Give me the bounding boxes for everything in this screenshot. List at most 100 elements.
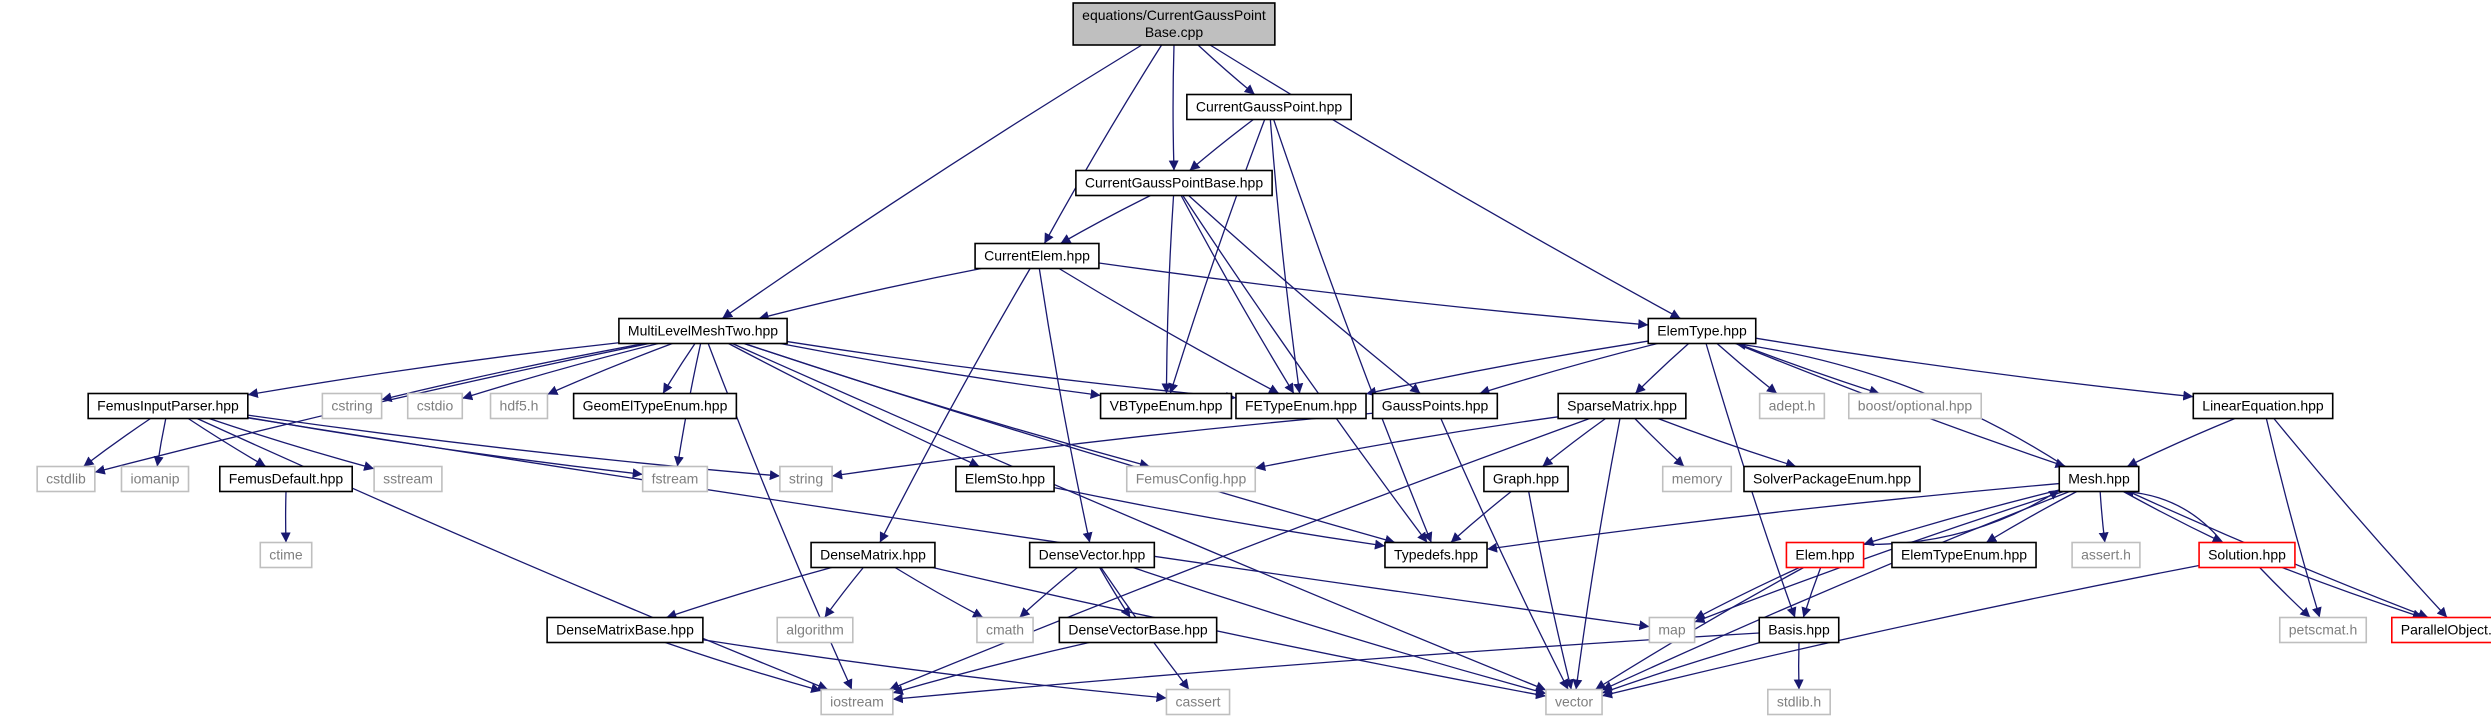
node-box [36, 465, 96, 493]
node-cstring: cstring [321, 392, 383, 420]
edge-graph-to-typedefs [1450, 490, 1512, 543]
node-mlmt[interactable]: MultiLevelMeshTwo.hpp [618, 317, 788, 345]
edge-densevec-to-densevecbase [1099, 567, 1131, 618]
node-label: VBTypeEnum.hpp [1110, 398, 1223, 414]
node-label: sstream [383, 471, 433, 487]
node-box [974, 242, 1100, 270]
edge-mesh-to-elem [1863, 489, 2060, 547]
node-label: cassert [1175, 694, 1220, 710]
node-densemat[interactable]: DenseMatrix.hpp [810, 541, 936, 569]
node-stdlib: stdlib.h [1767, 688, 1831, 716]
edge-root-to-celem [1043, 44, 1163, 244]
edge-cgp-to-fetype [1269, 119, 1304, 394]
edge-gausspts-to-vector [1440, 418, 1569, 690]
node-box [1186, 93, 1352, 121]
node-sparse[interactable]: SparseMatrix.hpp [1557, 392, 1687, 420]
node-gausspts[interactable]: GaussPoints.hpp [1371, 392, 1499, 420]
node-lineq[interactable]: LinearEquation.hpp [2192, 392, 2334, 420]
node-box [1758, 616, 1840, 644]
node-densevec[interactable]: DenseVector.hpp [1028, 541, 1156, 569]
node-elemsto[interactable]: ElemSto.hpp [955, 465, 1055, 493]
edge-cgp-to-cgpb [1189, 118, 1254, 171]
node-geomel[interactable]: GeomElTypeEnum.hpp [572, 392, 738, 420]
node-cgpb[interactable]: CurrentGaussPointBase.hpp [1075, 169, 1273, 197]
node-label: petscmat.h [2289, 622, 2357, 638]
node-femdef[interactable]: FemusDefault.hpp [218, 465, 354, 493]
edge-lineq-to-mesh [2126, 417, 2236, 468]
node-label: LinearEquation.hpp [2202, 398, 2324, 414]
node-label: SolverPackageEnum.hpp [1753, 471, 1911, 487]
edge-root-to-mlmt [721, 44, 1143, 320]
node-elem[interactable]: Elem.hpp [1785, 541, 1865, 569]
edge-cgp-to-typedefs [1273, 119, 1433, 543]
node-label: Mesh.hpp [2068, 471, 2130, 487]
node-label: vector [1555, 694, 1593, 710]
node-box [489, 392, 549, 420]
edge-mesh-to-solution [2123, 490, 2223, 544]
node-cstdio: cstdio [406, 392, 464, 420]
edge-elem-to-basis [1801, 567, 1822, 618]
node-box [2071, 541, 2141, 569]
edge-mesh-to-map [1694, 490, 2064, 624]
edge-elemtype-to-boostopt [1737, 342, 1880, 396]
node-box [1072, 2, 1276, 46]
node-box [406, 392, 464, 420]
node-box [1847, 392, 1983, 420]
node-ctime: ctime [259, 541, 313, 569]
node-box [1758, 392, 1826, 420]
node-box [1647, 317, 1757, 345]
edge-cgpb-to-gausspts [1188, 195, 1421, 395]
edge-celem-to-fetype [1058, 267, 1280, 395]
node-densematbase[interactable]: DenseMatrixBase.hpp [546, 616, 704, 644]
node-elemtype[interactable]: ElemType.hpp [1647, 317, 1757, 345]
edge-solution-to-vector [1601, 564, 2200, 699]
edge-fip-to-cstdlib [83, 417, 151, 468]
edge-mlmt-to-vector [732, 342, 1547, 691]
node-densevecbase[interactable]: DenseVectorBase.hpp [1058, 616, 1218, 644]
edge-sparse-to-femcfg [1255, 416, 1559, 472]
node-cgp[interactable]: CurrentGaussPoint.hpp [1186, 93, 1352, 121]
node-label: FemusInputParser.hpp [97, 398, 239, 414]
edge-celem-to-densevec [1038, 268, 1093, 543]
node-box [1661, 465, 1733, 493]
edge-fip-to-iomanip [153, 418, 167, 467]
node-iomanip: iomanip [120, 465, 190, 493]
node-label: Typedefs.hpp [1394, 547, 1478, 563]
node-sstream: sstream [373, 465, 443, 493]
edge-solution-to-petscmat [2259, 567, 2311, 618]
node-box [810, 541, 936, 569]
node-label: cmath [986, 622, 1024, 638]
edge-lineq-to-petscmat [2265, 418, 2322, 618]
node-asserth: assert.h [2071, 541, 2141, 569]
node-elemtypeenum[interactable]: ElemTypeEnum.hpp [1891, 541, 2037, 569]
edge-elem-to-mesh [1863, 489, 2060, 545]
node-box [1557, 392, 1687, 420]
edge-densevec-to-cmath [1019, 566, 1078, 618]
node-celem[interactable]: CurrentElem.hpp [974, 242, 1100, 270]
node-box [572, 392, 738, 420]
node-label: DenseVector.hpp [1039, 547, 1146, 563]
node-basis[interactable]: Basis.hpp [1758, 616, 1840, 644]
edge-fip-to-femdef [187, 417, 267, 468]
node-vector: vector [1545, 688, 1603, 716]
edge-mlmt-to-cstdio [462, 342, 659, 401]
node-box [87, 392, 249, 420]
node-graph[interactable]: Graph.hpp [1483, 465, 1569, 493]
edge-cgpb-to-typedefs [1182, 195, 1428, 543]
node-label: CurrentGaussPoint.hpp [1196, 99, 1343, 115]
node-solution[interactable]: Solution.hpp [2198, 541, 2296, 569]
node-mesh[interactable]: Mesh.hpp [2058, 465, 2140, 493]
node-label: ElemType.hpp [1657, 323, 1747, 339]
node-label: FETypeEnum.hpp [1245, 398, 1357, 414]
node-label: boost/optional.hpp [1858, 398, 1973, 414]
node-fetype[interactable]: FETypeEnum.hpp [1235, 392, 1367, 420]
node-label: CurrentGaussPointBase.hpp [1085, 175, 1263, 191]
node-fstream: fstream [641, 465, 709, 493]
node-algorithm: algorithm [776, 616, 854, 644]
node-vbtype[interactable]: VBTypeEnum.hpp [1099, 392, 1233, 420]
node-solvpkg[interactable]: SolverPackageEnum.hpp [1743, 465, 1921, 493]
node-label: cstring [331, 398, 372, 414]
node-fip[interactable]: FemusInputParser.hpp [87, 392, 249, 420]
node-typedefs[interactable]: Typedefs.hpp [1384, 541, 1488, 569]
node-parobj[interactable]: ParallelObject.hpp [2390, 616, 2491, 644]
